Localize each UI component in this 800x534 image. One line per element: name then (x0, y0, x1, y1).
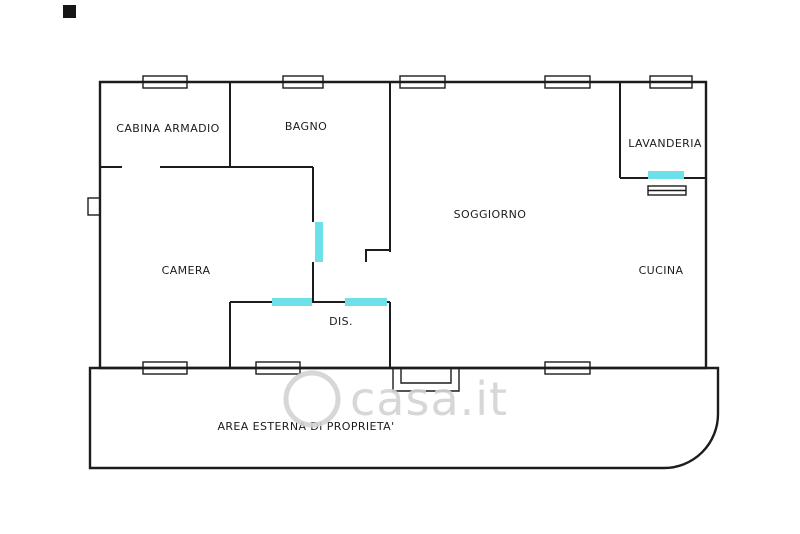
appliance-icon (647, 185, 687, 196)
windows-bottom (142, 361, 591, 375)
apartment-outline (98, 80, 708, 370)
watermark: casa.it (283, 370, 508, 428)
windows-top (142, 75, 693, 89)
window-icon (544, 361, 591, 375)
room-label-camera: CAMERA (162, 264, 211, 277)
window-icon (282, 75, 324, 89)
window-icon (255, 361, 301, 375)
interior-walls (100, 82, 706, 368)
door-marker-camera-dis (272, 298, 312, 306)
room-label-cabina-armadio: CABINA ARMADIO (116, 122, 219, 135)
watermark-text: casa.it (350, 372, 508, 426)
window-icon (399, 75, 446, 89)
room-label-lavanderia: LAVANDERIA (628, 137, 702, 150)
external-area-outline (88, 366, 720, 470)
corner-artifact (63, 5, 76, 18)
window-icon (142, 75, 188, 89)
door-markers (272, 171, 684, 306)
room-labels: CABINA ARMADIO BAGNO SOGGIORNO LAVANDERI… (116, 120, 702, 433)
entrance-steps (392, 368, 460, 392)
door-marker-dis-soggiorno (345, 298, 387, 306)
door-marker-lavanderia (648, 171, 684, 179)
window-icon (544, 75, 591, 89)
door-marker-camera-bagno (315, 222, 323, 262)
window-icon (142, 361, 188, 375)
watermark-logo-icon (283, 370, 341, 428)
wall-pilaster (87, 197, 101, 216)
room-label-soggiorno: SOGGIORNO (454, 208, 527, 221)
room-label-cucina: CUCINA (639, 264, 684, 277)
window-icon (649, 75, 693, 89)
room-label-bagno: BAGNO (285, 120, 327, 133)
room-label-dis: DIS. (329, 315, 353, 328)
